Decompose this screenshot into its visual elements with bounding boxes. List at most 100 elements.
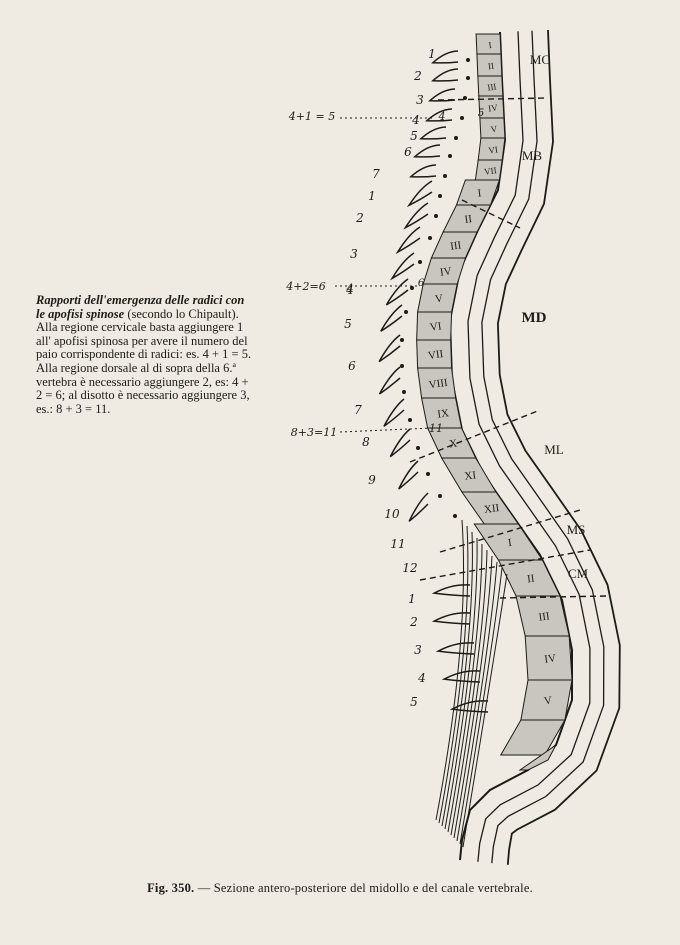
root-dot: [453, 514, 457, 518]
nerve-root: [450, 549, 488, 836]
spinous-process: [413, 144, 441, 158]
root-dot: [463, 96, 467, 100]
spinous-label-dorsal: 11: [390, 537, 405, 551]
region-label-md: MD: [522, 310, 547, 326]
spinous-process: [378, 366, 401, 395]
root-dot: [402, 390, 406, 394]
segment-numeral: II: [487, 61, 494, 72]
spinous-label-cervical: 6: [404, 145, 412, 159]
segment-numeral: XI: [464, 469, 477, 483]
spinous-process: [425, 108, 453, 122]
segment-numeral: V: [434, 293, 444, 306]
figure-number: Fig. 350.: [147, 881, 195, 895]
segment-numeral: IV: [544, 652, 557, 666]
segment-numeral: IV: [488, 102, 499, 113]
spinous-label-dorsal: 9: [368, 473, 376, 487]
spinous-label-dorsal: 8: [362, 435, 370, 449]
root-dot: [404, 310, 408, 314]
root-dot: [416, 446, 420, 450]
boundary-line: [419, 549, 591, 581]
spinous-label-cervical: 5: [410, 129, 418, 143]
vertebral-segments: IIIIIIIVVVIVIIIIIIIIIVVVIVIIVIIIIXXXIXII…: [416, 33, 573, 771]
root-dot: [454, 136, 458, 140]
spinous-process: [431, 584, 471, 597]
spinous-label-lumbar: 2: [409, 615, 418, 629]
boundary-line: [499, 595, 607, 599]
root-dot: [443, 174, 447, 178]
region-label-ms: MS: [567, 522, 586, 537]
spinous-process: [385, 278, 409, 306]
spinous-process: [406, 180, 433, 208]
root-equation: 4+2=6: [285, 280, 325, 293]
spinous-label-dorsal: 2: [355, 211, 364, 225]
spinous-label-lumbar: 3: [414, 643, 422, 657]
equation-mark: 4: [346, 282, 354, 295]
spinous-process: [403, 202, 429, 230]
spinous-process: [389, 428, 411, 458]
cord-posterior-edge: [467, 31, 591, 862]
spinous-label-cervical: 3: [416, 93, 424, 107]
segment-numeral: VII: [427, 348, 444, 362]
spinous-label-cervical: 2: [413, 69, 422, 83]
nerve-root: [462, 573, 508, 848]
equation-mark: 4: [438, 110, 446, 123]
equation-mark: 11: [429, 422, 443, 435]
root-dot: [434, 214, 438, 218]
spinous-process: [383, 398, 405, 427]
spinous-label-dorsal: 7: [354, 403, 362, 417]
segment-mark: 6: [418, 278, 425, 289]
segment-mark: 5: [478, 108, 484, 119]
region-label-mc: MC: [530, 52, 550, 67]
nerve-root: [444, 537, 478, 830]
spinous-process: [435, 642, 475, 655]
segment-numeral: V: [490, 124, 498, 135]
side-caption: Rapporti dell'emergenza delle radici con…: [36, 293, 254, 416]
boundary-line: [461, 199, 521, 229]
nerve-root: [459, 567, 503, 845]
spinous-process: [409, 164, 437, 178]
spinous-process: [408, 492, 429, 522]
spinous-label-lumbar: 4: [417, 671, 426, 685]
spinous-label-lumbar: 1: [408, 592, 416, 606]
segment-numeral: VI: [488, 144, 499, 155]
nerve-root: [435, 519, 464, 821]
nerve-roots: [400, 58, 508, 848]
cord-anterior-edge: [481, 30, 605, 864]
spinous-label-dorsal: 5: [344, 317, 352, 331]
region-boundaries: [335, 97, 607, 599]
root-equation: 4+1 = 5: [288, 110, 335, 123]
segment-numeral: I: [477, 187, 483, 199]
spinous-label-dorsal: 3: [350, 247, 358, 261]
region-label-ml: ML: [544, 442, 564, 457]
segment-numeral: II: [526, 573, 535, 586]
segment-numeral: IV: [439, 265, 452, 279]
spinous-label-cervical: 4: [411, 113, 420, 127]
figure-caption-text: Sezione antero-posteriore del midollo e …: [213, 881, 533, 895]
spinous-process: [395, 226, 421, 255]
nerve-root: [441, 531, 473, 827]
boundary-line: [437, 97, 549, 101]
root-dot: [418, 260, 422, 264]
spinous-label-cervical: 7: [372, 167, 380, 181]
nerve-root: [456, 561, 498, 842]
spinous-process: [431, 68, 459, 82]
region-label-cm: CM: [568, 566, 589, 581]
spinous-process: [431, 50, 459, 64]
side-caption-title: Rapporti dell'emergenza delle radici con…: [36, 293, 245, 321]
spinous-label-dorsal: 10: [384, 507, 400, 521]
sacral-wedge: [518, 744, 557, 771]
segment-numeral: XII: [483, 502, 500, 516]
side-caption-body: (secondo lo Chipault). Alla regione cerv…: [36, 306, 252, 416]
spinous-process: [419, 126, 447, 140]
root-equation: 8+3=11: [291, 426, 337, 439]
segment-numeral: IX: [437, 407, 450, 421]
root-dot: [438, 194, 442, 198]
segment-numeral: III: [450, 239, 463, 252]
root-dot: [438, 494, 442, 498]
segment-numeral: X: [448, 438, 458, 451]
vertebral-body: [499, 719, 566, 756]
segment-numeral: III: [538, 610, 551, 623]
region-label-mb: MB: [522, 148, 543, 163]
root-dot: [466, 76, 470, 80]
